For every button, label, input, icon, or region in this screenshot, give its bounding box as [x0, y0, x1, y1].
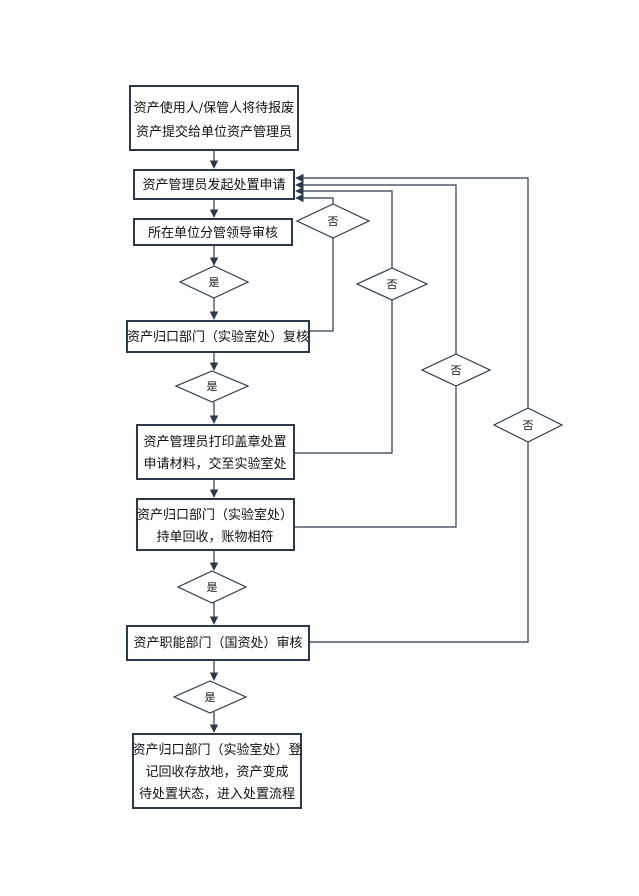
step-4: 资产归口部门（实验室处）复核 [126, 320, 310, 353]
decision-yes-2 [174, 370, 250, 403]
decision-yes-2-label: 是 [207, 380, 218, 393]
decision-no-1-label: 否 [328, 215, 339, 228]
step-3-box [133, 218, 293, 246]
step-1-line-2: 资产提交给单位资产管理员 [136, 124, 292, 140]
step-5: 资产管理员打印盖章处置 申请材料，交至实验室处 [136, 424, 295, 480]
step-6-box [136, 498, 295, 551]
step-2-label: 资产管理员发起处置申请 [142, 177, 285, 193]
step-6: 资产归口部门（实验室处） 持单回收，账物相符 [136, 498, 295, 551]
decision-no-2 [355, 267, 429, 301]
step-8-line-1: 资产归口部门（实验室处）登 [132, 742, 301, 758]
step-3: 所在单位分管领导审核 [133, 218, 293, 246]
step-1: 资产使用人/保管人将待报废 资产提交给单位资产管理员 [129, 85, 299, 151]
step-3-label: 所在单位分管领导审核 [148, 226, 278, 241]
decision-yes-3-label: 是 [207, 581, 218, 594]
decision-no-3-label: 否 [451, 364, 462, 377]
decision-no-4 [492, 407, 564, 443]
edge-s7-reject [295, 173, 529, 643]
step-8-line-3: 待处置状态，进入处置流程 [139, 787, 295, 802]
decision-no-3 [420, 353, 492, 387]
step-5-line-1: 资产管理员打印盖章处置 [143, 434, 286, 450]
approval-diamonds: 是 是 是 是 [172, 265, 250, 714]
step-7: 资产职能部门（国资处）审核 [126, 625, 310, 661]
step-6-line-2: 持单回收，账物相符 [156, 529, 273, 545]
step-8-box [132, 733, 302, 809]
decision-yes-4-label: 是 [205, 691, 216, 704]
edge-s5-reject [294, 186, 393, 454]
decision-yes-1-label: 是 [209, 276, 220, 289]
edge-s4-reject [295, 193, 334, 332]
step-7-box [126, 625, 310, 661]
step-4-label: 资产归口部门（实验室处）复核 [127, 329, 309, 345]
decision-yes-4 [172, 680, 248, 714]
edge-s6-reject [294, 180, 457, 528]
decision-no-2-label: 否 [387, 278, 398, 291]
decision-yes-3 [176, 570, 248, 604]
step-1-line-1: 资产使用人/保管人将待报废 [134, 100, 294, 116]
feedback-loops: 否 否 否 否 [294, 173, 564, 643]
step-7-label: 资产职能部门（国资处）审核 [133, 636, 302, 651]
step-6-line-1: 资产归口部门（实验室处） [137, 507, 293, 523]
step-4-box [126, 320, 310, 353]
step-8-line-2: 记回收存放地，资产变成 [145, 764, 288, 780]
step-1-box [129, 85, 299, 151]
step-8: 资产归口部门（实验室处）登 记回收存放地，资产变成 待处置状态，进入处置流程 [132, 733, 302, 809]
decision-yes-1 [178, 265, 250, 299]
step-2-box [133, 169, 295, 200]
decision-no-1 [295, 203, 371, 239]
step-5-box [136, 424, 295, 480]
decision-no-4-label: 否 [523, 419, 534, 432]
step-2: 资产管理员发起处置申请 [133, 169, 295, 200]
step-5-line-2: 申请材料，交至实验室处 [143, 456, 286, 472]
